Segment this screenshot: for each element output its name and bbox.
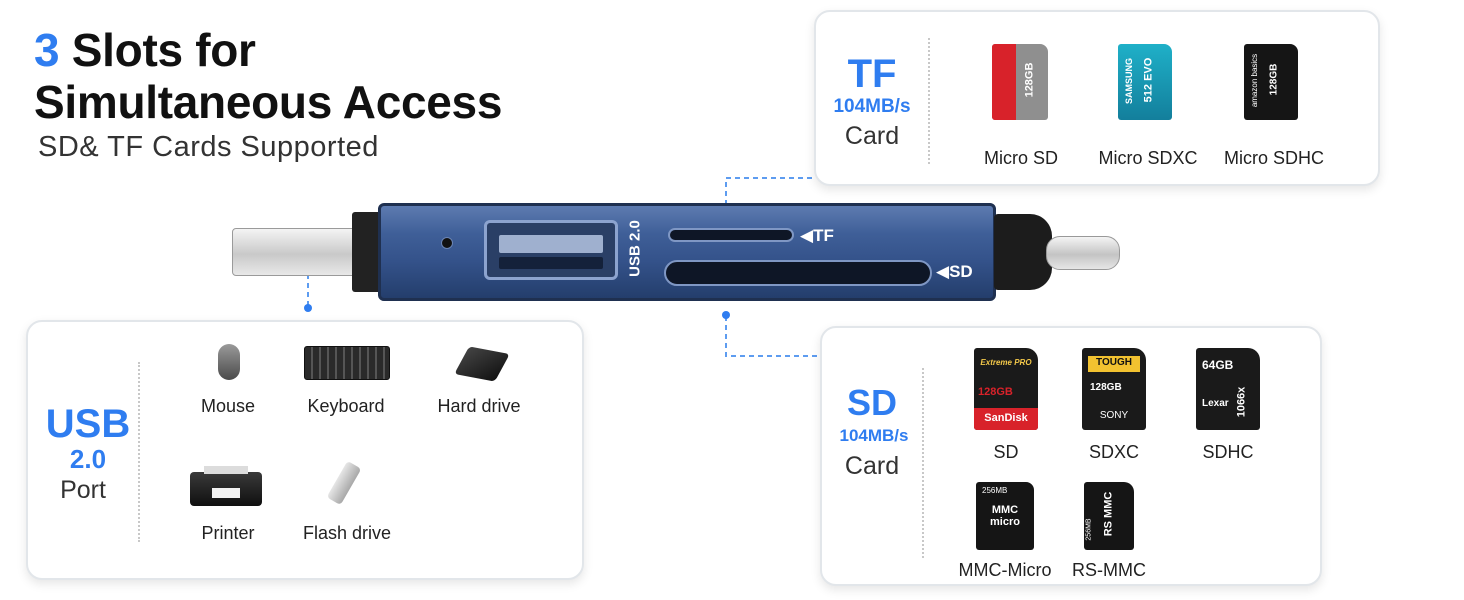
usb-title: USB (45, 402, 131, 446)
headline-number: 3 (34, 24, 60, 76)
printer-caption: Printer (201, 523, 255, 543)
hard-drive-icon (454, 346, 510, 382)
sdxc-caption: SDXC (1088, 442, 1139, 462)
sdhc-card-image: 64GB Lexar 1066x (1196, 348, 1260, 430)
mmc-micro-caption: MMC-Micro (958, 560, 1052, 580)
mmc-micro-card-image: 256MB MMC micro (976, 482, 1034, 550)
sdhc-card-brand: Lexar (1202, 398, 1229, 409)
headline-line2: Simultaneous Access (34, 76, 503, 128)
rs-mmc-caption: RS-MMC (1072, 560, 1146, 580)
mouse-icon (218, 344, 240, 380)
tf-panel: TF 104MB/s Card 128GB Micro SD SAMSUNG 5… (814, 10, 1380, 186)
sd-panel: SD 104MB/s Card Extreme PRO 128GB SanDis… (820, 326, 1322, 586)
sd-card-image: Extreme PRO 128GB SanDisk (974, 348, 1038, 430)
micro-sdhc-card-image: amazon basics 128GB (1244, 44, 1298, 120)
sdhc-card-line: 1066x (1235, 386, 1248, 418)
rs-mmc-brand: RS MMC (1102, 491, 1115, 537)
micro-sd-card-image: 128GB (992, 44, 1048, 120)
usb-panel: USB 2.0 Port Mouse Keyboard Hard drive P… (26, 320, 584, 580)
printer-icon (190, 466, 262, 508)
sdhc-caption: SDHC (1202, 442, 1254, 462)
sd-card-capacity: 128GB (978, 386, 1013, 398)
rs-mmc-capacity: 256MB (1085, 518, 1093, 541)
flash-drive-icon (326, 460, 362, 506)
headline-line1: Slots for (59, 24, 256, 76)
mmc-micro-brand: MMC micro (990, 504, 1020, 528)
micro-sd-art-text: 128GB (1023, 62, 1036, 98)
keyboard-caption: Keyboard (307, 396, 385, 416)
micro-sdxc-caption: Micro SDXC (1098, 148, 1198, 168)
sdxc-card-image: TOUGH 128GB SONY (1082, 348, 1146, 430)
micro-sd-caption: Micro SD (983, 148, 1058, 168)
sdxc-card-line: TOUGH (1096, 357, 1132, 368)
tf-divider (928, 38, 930, 164)
mmc-micro-capacity: 256MB (982, 486, 1008, 495)
sd-caption: SD (993, 442, 1019, 462)
sdhc-card-capacity: 64GB (1202, 358, 1234, 372)
usb-version: 2.0 (69, 444, 107, 474)
subtitle: SD& TF Cards Supported (38, 131, 379, 163)
sdxc-card-capacity: 128GB (1090, 382, 1122, 393)
rs-mmc-card-image: RS MMC 256MB (1084, 482, 1134, 550)
flash-drive-caption: Flash drive (302, 523, 392, 543)
sd-card-line: Extreme PRO (980, 358, 1032, 367)
sdxc-card-brand: SONY (1099, 410, 1129, 421)
hard-drive-caption: Hard drive (437, 396, 521, 416)
sd-title: SD (846, 382, 897, 423)
sd-speed: 104MB/s (839, 426, 909, 445)
tf-speed: 104MB/s (833, 96, 911, 117)
micro-sdhc-brand: amazon basics (1250, 53, 1260, 108)
keyboard-icon (304, 346, 390, 380)
micro-sdxc-brand: SAMSUNG (1124, 57, 1135, 105)
tf-card-label: Card (844, 122, 900, 150)
usb-divider (138, 362, 140, 542)
micro-sdxc-art-text: 512 EVO (1142, 57, 1155, 103)
headline: 3 Slots for Simultaneous Access (34, 24, 502, 128)
sd-card-brand: SanDisk (984, 412, 1028, 424)
usb-port-word: Port (60, 476, 106, 504)
micro-sdhc-art-text: 128GB (1268, 63, 1280, 96)
micro-sdhc-caption: Micro SDHC (1223, 148, 1324, 168)
mouse-caption: Mouse (200, 396, 256, 416)
micro-sdxc-card-image: SAMSUNG 512 EVO (1118, 44, 1172, 120)
sd-divider (922, 368, 924, 558)
sd-card-label: Card (844, 452, 900, 480)
tf-title: TF (847, 52, 897, 96)
